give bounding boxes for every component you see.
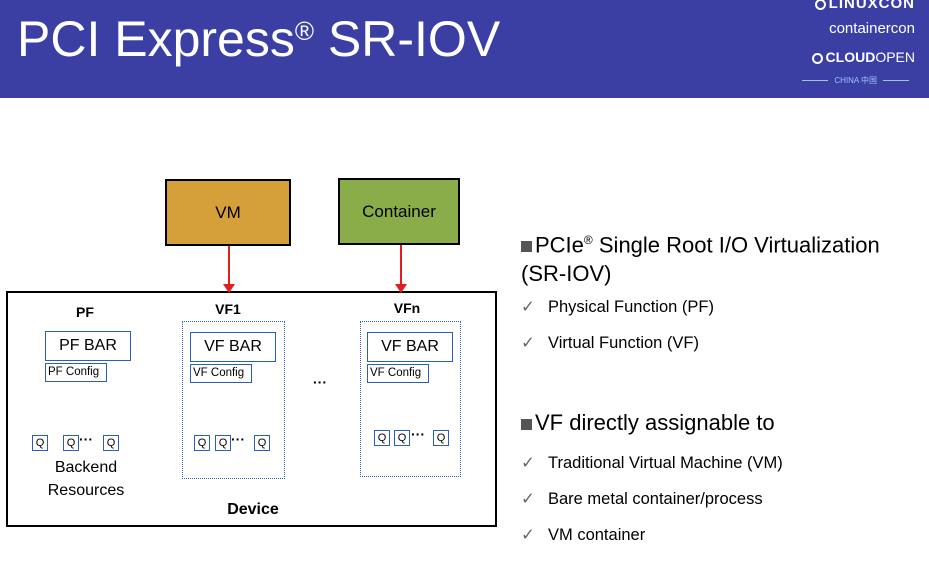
vf1-bar: VF BAR bbox=[190, 332, 276, 362]
device-label: Device bbox=[227, 501, 279, 518]
bullet-item: ✓Physical Function (PF) bbox=[521, 298, 714, 316]
bullet-item: ✓VM container bbox=[521, 526, 646, 544]
linuxcon-logo: LINUXCON bbox=[814, 0, 915, 12]
vfn-header: VFn bbox=[393, 300, 421, 316]
bullet-item: ✓Traditional Virtual Machine (VM) bbox=[521, 454, 783, 472]
cloudopen-icon bbox=[811, 52, 823, 64]
square-bullet-icon bbox=[521, 241, 532, 253]
vfn-queue: Q bbox=[433, 430, 449, 446]
bullet-heading-vf: VF directly assignable to bbox=[521, 410, 775, 436]
pf-queue: Q bbox=[63, 435, 79, 451]
vf1-config: VF Config bbox=[190, 364, 252, 383]
linuxcon-icon bbox=[814, 0, 826, 10]
container-box: Container bbox=[338, 178, 460, 245]
check-icon: ✓ bbox=[521, 454, 535, 472]
middle-dots: ··· bbox=[313, 374, 327, 390]
containercon-logo: containercon bbox=[829, 20, 915, 37]
square-bullet-icon bbox=[521, 419, 532, 430]
cloudopen-logo: CLOUDOPEN bbox=[811, 49, 915, 65]
vf1-queue: Q bbox=[194, 435, 210, 451]
vm-box: VM bbox=[165, 179, 291, 246]
vfn-queue: Q bbox=[374, 430, 390, 446]
pf-header: PF bbox=[76, 304, 94, 320]
vfn-bar: VF BAR bbox=[367, 332, 453, 362]
vf1-queue-dots: ··· bbox=[231, 431, 245, 447]
device-box: PF PF BAR PF Config Q Q ··· Q Backend Re… bbox=[6, 291, 497, 527]
bullet-item: ✓Virtual Function (VF) bbox=[521, 334, 699, 352]
vf1-header: VF1 bbox=[215, 301, 241, 317]
check-icon: ✓ bbox=[521, 298, 535, 316]
vm-to-vf1-arrow bbox=[223, 246, 235, 293]
title-bar: PCI Express® SR-IOV LINUXCON containerco… bbox=[0, 0, 929, 98]
vfn-box bbox=[360, 321, 461, 477]
vf1-box bbox=[182, 321, 285, 479]
bullet-heading-sriov: PCIe® Single Root I/O Virtualization(SR-… bbox=[521, 232, 880, 287]
check-icon: ✓ bbox=[521, 334, 535, 352]
bullet-item: ✓Bare metal container/process bbox=[521, 490, 763, 508]
china-label: CHINA 中国 bbox=[796, 75, 915, 86]
pf-queue: Q bbox=[103, 435, 119, 451]
resources-label: Resources bbox=[47, 482, 125, 499]
pf-queue: Q bbox=[32, 435, 48, 451]
vf1-queue: Q bbox=[254, 435, 270, 451]
vf1-queue: Q bbox=[215, 435, 231, 451]
pf-queue-dots: ··· bbox=[79, 431, 93, 447]
pf-config: PF Config bbox=[45, 363, 107, 382]
container-to-vfn-arrow bbox=[395, 245, 407, 293]
check-icon: ✓ bbox=[521, 490, 535, 508]
vfn-queue-dots: ··· bbox=[411, 426, 425, 442]
vfn-config: VF Config bbox=[367, 364, 429, 383]
pf-bar: PF BAR bbox=[45, 331, 131, 361]
slide-title: PCI Express® SR-IOV bbox=[17, 11, 501, 67]
vfn-queue: Q bbox=[394, 430, 410, 446]
check-icon: ✓ bbox=[521, 526, 535, 544]
backend-label: Backend bbox=[54, 459, 118, 476]
